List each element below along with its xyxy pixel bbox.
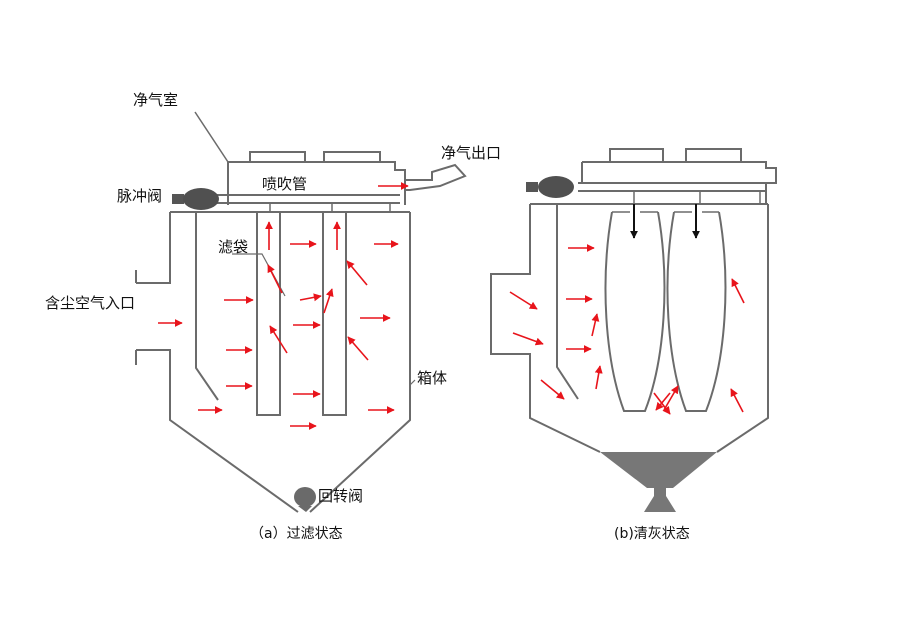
label-filter-bag: 滤袋 [218,238,248,256]
pulse-valve-a [172,188,219,210]
blow-pipe-b [578,182,766,192]
housing-b-outline [490,204,601,453]
flow-arrow [591,313,600,337]
filter-bag-b-2 [666,211,727,412]
flow-arrow [540,379,565,400]
panel-a-flow-arrows [158,182,409,430]
flow-arrow [323,288,334,314]
caption-panel-b: (b)清灰状态 [614,526,690,542]
filter-bag-b-1 [604,211,666,412]
flow-arrow [299,293,322,302]
clean-air-chamber-outline [228,161,406,205]
label-housing: 箱体 [417,369,447,387]
panel-a-filtering [135,111,467,513]
rotary-valve-b [644,488,676,512]
rotary-valve-a [294,487,316,512]
flow-arrow [512,332,544,346]
filter-bag-2 [322,212,347,416]
panel-b-cleaning [490,148,777,453]
flow-arrow [509,291,538,310]
flow-arrow [731,278,745,304]
flow-arrow [663,385,679,411]
blow-pipe [198,194,400,204]
label-rotary-valve: 回转阀 [318,487,363,505]
flow-arrow [347,336,369,361]
flow-arrow [655,392,671,411]
caption-panel-a: （a）过滤状态 [250,526,343,542]
filter-bag-1 [256,212,281,416]
label-clean-air-chamber: 净气室 [133,91,178,109]
housing-outline [135,212,299,513]
flow-arrow [594,365,603,390]
flow-arrow [269,325,288,354]
pulse-valve-b [526,176,574,198]
label-clean-air-outlet: 净气出口 [441,144,501,162]
label-dusty-air-inlet: 含尘空气入口 [45,294,135,312]
label-blow-pipe: 喷吹管 [262,175,307,193]
dust-hopper-b [600,452,717,488]
panel-b-flow-arrows [509,244,745,415]
label-pulse-valve: 脉冲阀 [117,187,162,205]
clean-air-outlet-duct [405,163,467,191]
flow-arrow [730,388,744,413]
flow-arrow [346,260,368,286]
flow-arrow [267,264,283,294]
leader-clean-air-chamber [194,111,229,163]
panel-b-pulse-arrows [630,204,700,239]
